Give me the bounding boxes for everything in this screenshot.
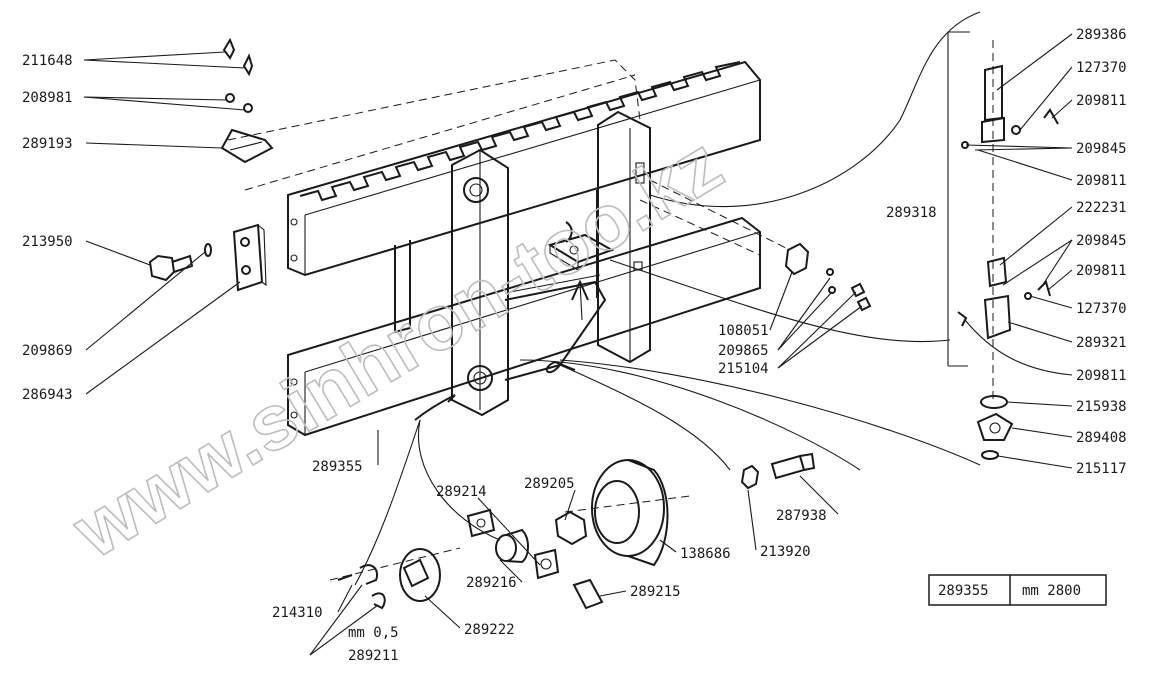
label-289222: 289222: [464, 622, 515, 638]
label-211648: 211648: [22, 53, 73, 69]
label-127370-mid: 127370: [1076, 301, 1127, 317]
part-labels: 211648 208981 289193 213950 209869 28694…: [22, 27, 1127, 664]
label-214310: 214310: [272, 605, 323, 621]
label-289214: 289214: [436, 484, 487, 500]
label-289215: 289215: [630, 584, 681, 600]
spec-table: 289355 mm 2800: [928, 574, 1107, 606]
label-289193: 289193: [22, 136, 73, 152]
label-289408: 289408: [1076, 430, 1127, 446]
label-222231: 222231: [1076, 200, 1127, 216]
label-215938: 215938: [1076, 399, 1127, 415]
label-209869: 209869: [22, 343, 73, 359]
label-208981: 208981: [22, 90, 73, 106]
spec-length: mm 2800: [1022, 583, 1081, 599]
latch-pin: [784, 242, 872, 312]
fastener-group-top: [220, 37, 274, 164]
label-209845-top: 209845: [1076, 141, 1127, 157]
label-108051: 108051: [718, 323, 769, 339]
label-mm-0-5: mm 0,5: [348, 625, 399, 641]
bearing-roller: [564, 459, 691, 567]
leader-lines: [83, 33, 1073, 656]
label-209811-d: 209811: [1076, 368, 1127, 384]
label-289355: 289355: [312, 459, 363, 475]
label-289386: 289386: [1076, 27, 1127, 43]
fastener-bolt: [148, 243, 212, 282]
roller-parts: [466, 452, 816, 610]
lock-assembly: [947, 31, 1059, 460]
label-127370-top: 127370: [1076, 60, 1127, 76]
label-209811-a: 209811: [1076, 93, 1127, 109]
label-289205: 289205: [524, 476, 575, 492]
label-289321: 289321: [1076, 335, 1127, 351]
label-289216: 289216: [466, 575, 517, 591]
label-286943: 286943: [22, 387, 73, 403]
label-215117: 215117: [1076, 461, 1127, 477]
spec-part-number: 289355: [938, 583, 989, 599]
label-287938: 287938: [776, 508, 827, 524]
label-213920: 213920: [760, 544, 811, 560]
label-209865: 209865: [718, 343, 769, 359]
label-209845-mid: 209845: [1076, 233, 1127, 249]
label-138686: 138686: [680, 546, 731, 562]
label-289211: 289211: [348, 648, 399, 664]
label-213950: 213950: [22, 234, 73, 250]
end-plate: [232, 223, 267, 292]
fork-carriage-frame: [287, 60, 761, 437]
label-209811-c: 209811: [1076, 263, 1127, 279]
label-209811-b: 209811: [1076, 173, 1127, 189]
label-215104: 215104: [718, 361, 769, 377]
label-289318: 289318: [886, 205, 937, 221]
disc-group: [329, 547, 461, 610]
